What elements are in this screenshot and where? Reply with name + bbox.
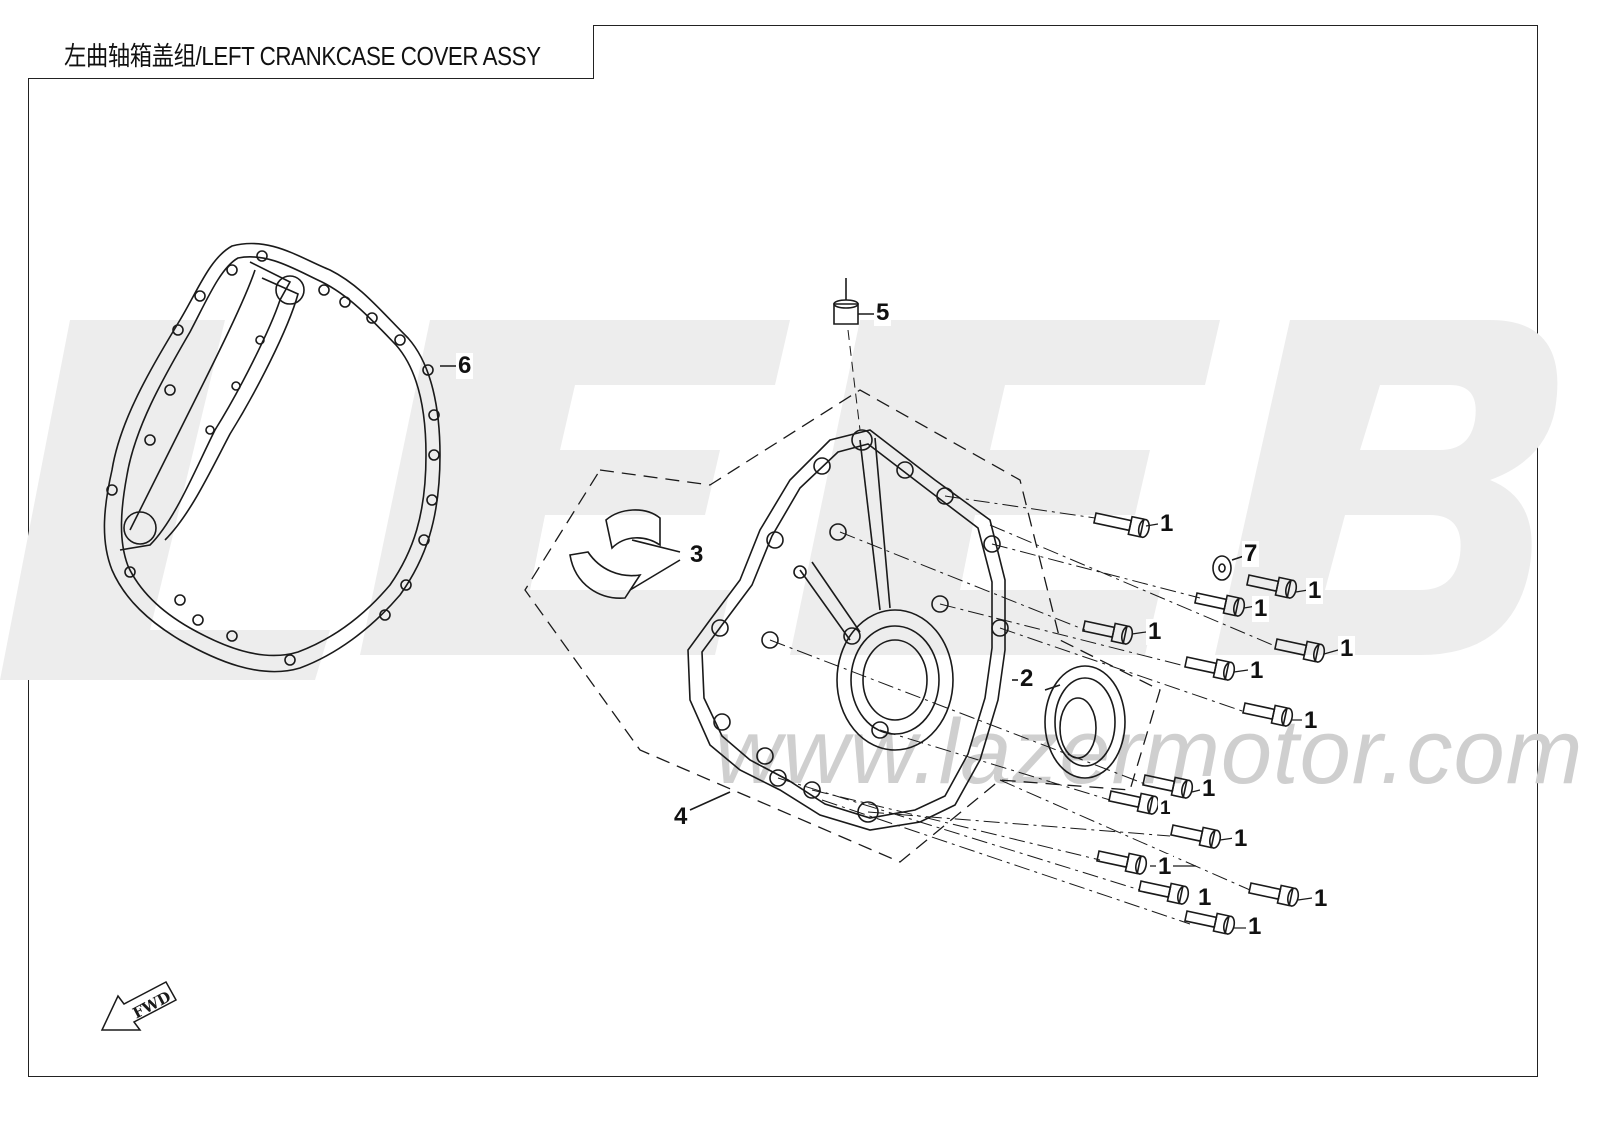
callout-1: 1 [1252,595,1270,622]
forward-arrow-icon: FWD [100,980,178,1031]
callout-1: 1 [1156,853,1174,880]
callout-1: 1 [1246,913,1264,940]
callout-3: 3 [688,541,706,568]
bearing-shells-part-3 [569,509,681,599]
bolt-leader-lines [769,495,1276,925]
callout-1: 1 [1232,825,1250,852]
callout-1: 1 [1200,775,1218,802]
callout-2: 2 [1018,665,1036,692]
callout-1: 1 [1196,884,1214,911]
plug-part-5 [833,278,876,431]
washer-part-7 [1212,555,1245,581]
title-box: 左曲轴箱盖组/LEFT CRANKCASE COVER ASSY [28,25,594,79]
diagram-title: 左曲轴箱盖组/LEFT CRANKCASE COVER ASSY [64,41,541,71]
callout-1: 1 [1146,618,1164,645]
callout-1: 1 [1248,657,1266,684]
callout-7: 7 [1242,540,1260,567]
assembly-dash-outline [524,389,1161,863]
callout-1: 1 [1302,707,1320,734]
callout-1: 1 [1158,796,1173,822]
callout-1: 1 [1338,635,1356,662]
crankcase-cover-part-4 [687,429,1009,831]
watermark-logo [0,320,1558,680]
callout-1: 1 [1306,577,1324,604]
callout-1: 1 [1312,885,1330,912]
callout-4: 4 [672,803,690,830]
callout-6: 6 [456,352,474,379]
callout-1: 1 [1158,510,1176,537]
gasket-part-6 [103,242,458,673]
bolts-part-1 [1082,512,1326,935]
callout-5: 5 [874,299,892,326]
